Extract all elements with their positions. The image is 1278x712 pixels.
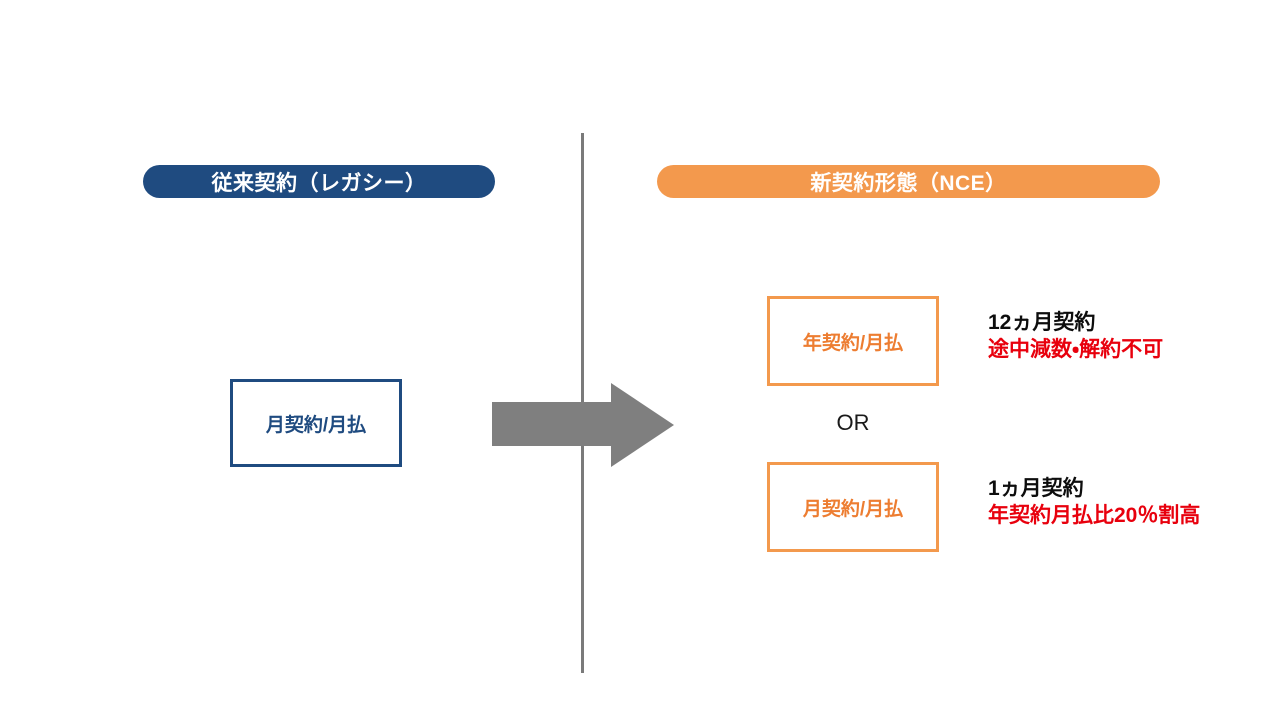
nce-monthly-condition-label: 年契約月払比20％割高 — [988, 503, 1201, 527]
legacy-plan-box: 月契約/月払 — [230, 379, 402, 467]
legacy-column-header-label: 従来契約（レガシー） — [211, 171, 427, 195]
right-arrow-icon — [492, 383, 674, 467]
nce-column-header-label: 新契約形態（NCE） — [810, 171, 1007, 195]
nce-column-header: 新契約形態（NCE） — [657, 165, 1160, 198]
nce-annual-annotation: 12ヵ月契約 途中減数・解約不可 — [988, 310, 1163, 364]
nce-annual-plan-label: 年契約/月払 — [802, 332, 904, 354]
nce-monthly-plan-label: 月契約/月払 — [802, 498, 904, 520]
nce-monthly-term-label: 1ヵ月契約 — [988, 477, 1084, 500]
or-connector-label: OR — [836, 410, 870, 435]
legacy-column-header: 従来契約（レガシー） — [143, 165, 495, 198]
nce-monthly-plan-box: 月契約/月払 — [767, 462, 939, 552]
nce-monthly-annotation: 1ヵ月契約 年契約月払比20％割高 — [988, 476, 1200, 530]
nce-annual-condition-label: 途中減数・解約不可 — [988, 337, 1164, 361]
nce-annual-term-label: 12ヵ月契約 — [988, 311, 1096, 334]
legacy-plan-label: 月契約/月払 — [265, 414, 367, 436]
nce-annual-plan-box: 年契約/月払 — [767, 296, 939, 386]
